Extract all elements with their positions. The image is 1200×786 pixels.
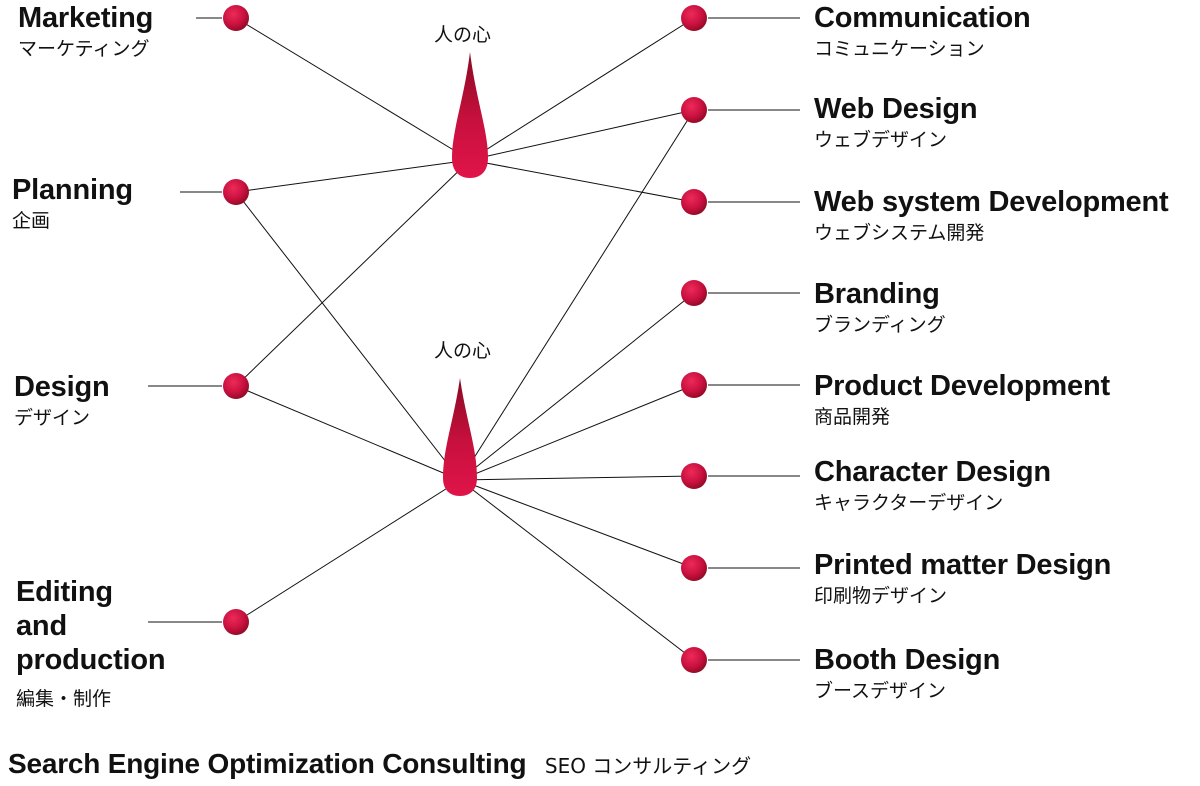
edge-hub2-booth xyxy=(459,479,695,661)
edge-editing-hub2 xyxy=(235,479,461,623)
node-marketing xyxy=(223,5,249,31)
node-editing xyxy=(223,609,249,635)
right-item-ja: キャラクターデザイン xyxy=(814,492,1004,514)
hub-drop-lower xyxy=(443,378,477,496)
left-item-ja: マーケティング xyxy=(18,38,150,60)
node-planning xyxy=(223,179,249,205)
right-item-en: Web Design xyxy=(814,93,978,125)
edge-hub2-printed xyxy=(459,479,695,569)
right-item-character: Character Design キャラクターデザイン xyxy=(814,455,1051,515)
left-item-ja: 企画 xyxy=(12,210,51,232)
left-item-planning: Planning 企画 xyxy=(12,173,133,233)
hub-label-upper: 人の心 xyxy=(434,24,492,46)
right-item-booth: Booth Design ブースデザイン xyxy=(814,643,1000,703)
right-nodes xyxy=(681,5,707,673)
right-item-ja: 印刷物デザイン xyxy=(814,585,948,607)
edge-hub2-character xyxy=(459,475,695,481)
right-item-ja: ウェブシステム開発 xyxy=(814,222,985,244)
right-item-en: Printed matter Design xyxy=(814,549,1112,581)
edge-hub2-branding xyxy=(459,292,695,481)
right-item-ja: コミュニケーション xyxy=(814,38,985,60)
connector-lines xyxy=(148,17,800,661)
edge-design-hub1 xyxy=(235,159,471,387)
node-booth xyxy=(681,647,707,673)
edge-hub1-web-design xyxy=(469,109,695,161)
right-item-ja: ウェブデザイン xyxy=(814,129,948,151)
hub-label-lower: 人の心 xyxy=(434,340,492,362)
hub-drop-upper xyxy=(452,52,488,178)
left-item-en: Editing and production xyxy=(16,576,166,676)
right-item-ja: ブランディング xyxy=(814,314,946,336)
edge-hub1-web-system xyxy=(469,159,695,203)
right-item-branding: Branding ブランディング xyxy=(814,277,946,337)
edge-planning-hub1 xyxy=(235,159,471,193)
right-item-web-system: Web system Development ウェブシステム開発 xyxy=(814,185,1169,245)
node-web-system xyxy=(681,189,707,215)
right-item-ja: ブースデザイン xyxy=(814,680,947,702)
right-item-printed: Printed matter Design 印刷物デザイン xyxy=(814,548,1111,608)
right-item-communication: Communication コミュニケーション xyxy=(814,1,1031,61)
right-item-en: Communication xyxy=(814,2,1031,34)
edge-planning-hub2 xyxy=(235,191,461,481)
right-item-en: Web system Development xyxy=(814,186,1169,218)
edge-hub2-web-design xyxy=(459,109,695,481)
node-design xyxy=(223,373,249,399)
left-item-en: Marketing xyxy=(18,2,154,34)
edge-marketing-hub1 xyxy=(235,17,471,161)
left-item-en: Design xyxy=(14,371,110,403)
right-item-ja: 商品開発 xyxy=(814,406,891,428)
right-item-en: Booth Design xyxy=(814,644,1001,676)
edge-hub2-product xyxy=(459,384,695,481)
edge-design-hub2 xyxy=(235,385,461,481)
left-nodes xyxy=(223,5,249,635)
left-item-design: Design デザイン xyxy=(14,370,110,430)
right-item-product: Product Development 商品開発 xyxy=(814,369,1110,429)
left-item-ja: 編集・制作 xyxy=(16,688,112,710)
footer-seo: Search Engine Optimization Consulting SE… xyxy=(8,748,751,780)
left-item-editing: Editing and production 編集・制作 xyxy=(16,575,166,711)
right-item-en: Branding xyxy=(814,278,940,310)
footer-subtitle: SEO コンサルティング xyxy=(544,754,752,778)
node-communication xyxy=(681,5,707,31)
right-item-en: Character Design xyxy=(814,456,1051,488)
right-item-en: Product Development xyxy=(814,370,1110,402)
footer-title: Search Engine Optimization Consulting xyxy=(8,748,527,779)
node-product xyxy=(681,372,707,398)
left-item-en: Planning xyxy=(12,174,133,206)
edge-hub1-communication xyxy=(469,17,695,161)
left-item-ja: デザイン xyxy=(14,407,91,429)
node-web-design xyxy=(681,97,707,123)
node-character xyxy=(681,463,707,489)
node-printed xyxy=(681,555,707,581)
left-item-marketing: Marketing マーケティング xyxy=(18,1,153,61)
node-branding xyxy=(681,280,707,306)
right-item-web-design: Web Design ウェブデザイン xyxy=(814,92,978,152)
